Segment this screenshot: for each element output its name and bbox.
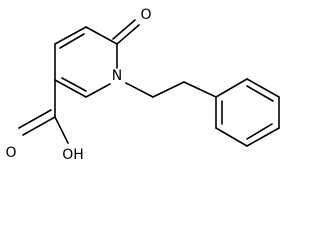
- bond-ch2-phenyl: [183, 81, 217, 98]
- bond-c2-n: [85, 83, 111, 98]
- bond-ch2-ch2: [152, 81, 185, 98]
- bond-c5-c4-inner: [59, 33, 85, 49]
- phenyl-inner-bond-1: [246, 85, 274, 102]
- bond-c3-c2: [54, 79, 87, 98]
- bond-carboxyl-o: [22, 116, 56, 136]
- bond-carboxyl-oh: [54, 116, 69, 144]
- chemical-structure: O N O OH: [5, 7, 280, 163]
- pyridinone-ring: [54, 26, 118, 98]
- phenyl-bond-5: [215, 127, 248, 147]
- carbonyl-group: O: [112, 7, 152, 45]
- bond-c5-c4: [54, 26, 87, 45]
- carboxyl-oxygen-label: O: [5, 145, 16, 161]
- phenyl-bond-4: [246, 127, 280, 147]
- phenyl-ring: [215, 78, 280, 147]
- bond-c6-c5: [85, 26, 118, 45]
- ring-nitrogen-label: N: [112, 68, 122, 84]
- phenyl-bond-1: [215, 78, 248, 98]
- phenyl-bond-2: [246, 78, 280, 98]
- phenyl-inner-bond-2: [246, 123, 273, 140]
- bond-c6-o-second: [112, 19, 136, 40]
- bond-n-ch2: [125, 82, 154, 98]
- bond-c3-c2-inner: [61, 77, 87, 92]
- hydroxyl-label: OH: [62, 147, 84, 163]
- carboxylic-acid-group: O OH: [5, 79, 84, 163]
- bond-carboxyl-o-second: [18, 109, 52, 129]
- phenethyl-chain: [125, 81, 217, 98]
- bond-c6-o: [116, 24, 140, 45]
- carbonyl-oxygen-label: O: [140, 7, 151, 23]
